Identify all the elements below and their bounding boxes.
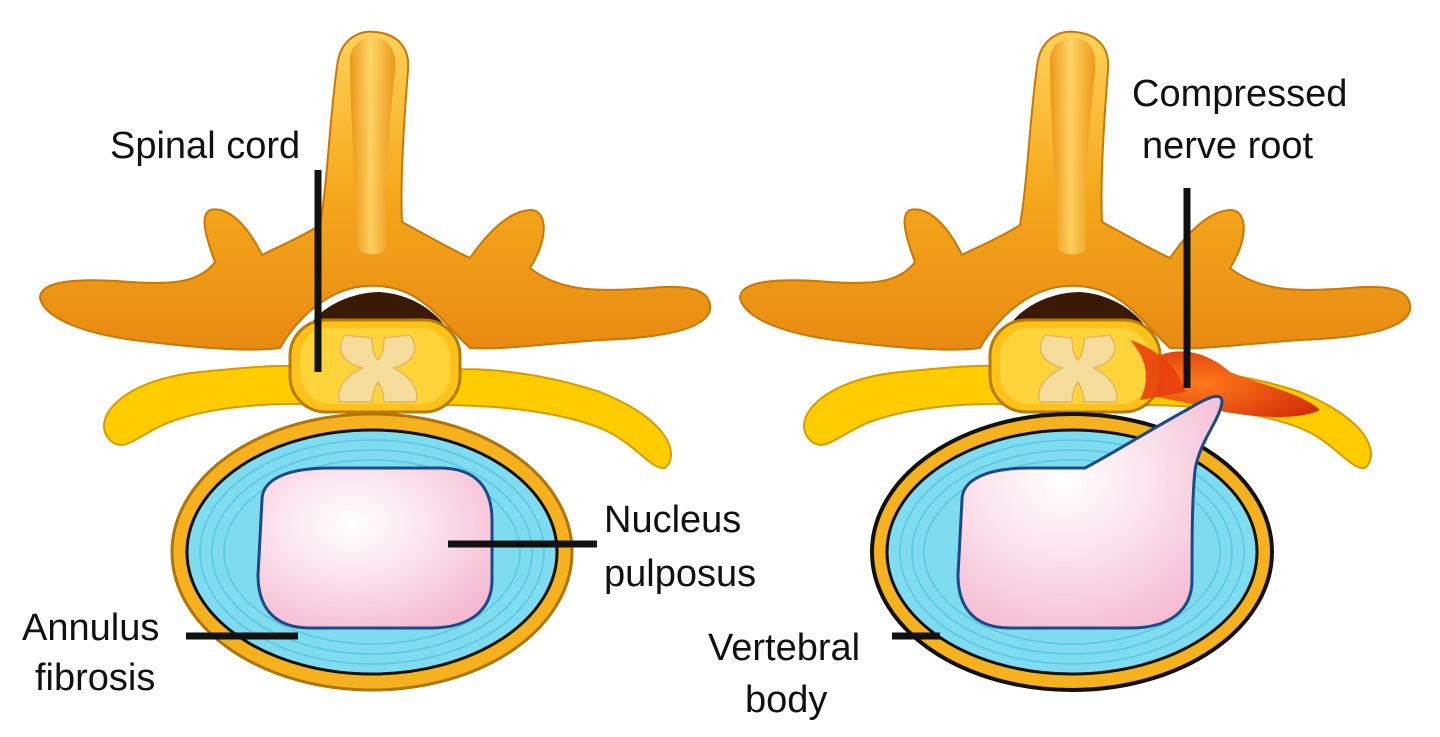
- label-annulus-line2: fibrosis: [35, 657, 155, 699]
- normal-vertebra: [38, 30, 712, 692]
- label-vertebral-line1: Vertebral: [708, 627, 860, 669]
- label-compressed-line2: nerve root: [1142, 125, 1314, 167]
- label-annulus-line1: Annulus: [22, 607, 159, 649]
- annulus-rings: [199, 439, 545, 665]
- spinal-cord: [288, 318, 462, 414]
- spinous-process-r: [1050, 37, 1096, 255]
- herniated-vertebra: [738, 30, 1412, 692]
- labels: Spinal cord Compressed nerve root Nucleu…: [22, 73, 1347, 721]
- inflamed-region: [1150, 351, 1320, 417]
- label-nucleus-line1: Nucleus: [604, 499, 741, 541]
- spinal-cord-r: [988, 318, 1162, 414]
- label-vertebral-line2: body: [745, 679, 827, 721]
- spinous-process: [350, 37, 396, 255]
- compression-glow: [1130, 340, 1185, 400]
- herniated-nucleus: [956, 394, 1224, 630]
- label-spinal-cord: Spinal cord: [110, 125, 300, 167]
- label-compressed-line1: Compressed: [1132, 73, 1347, 115]
- label-nucleus-line2: pulposus: [604, 553, 756, 595]
- annulus-rings-r: [899, 439, 1245, 665]
- nucleus-pulposus: [256, 466, 494, 630]
